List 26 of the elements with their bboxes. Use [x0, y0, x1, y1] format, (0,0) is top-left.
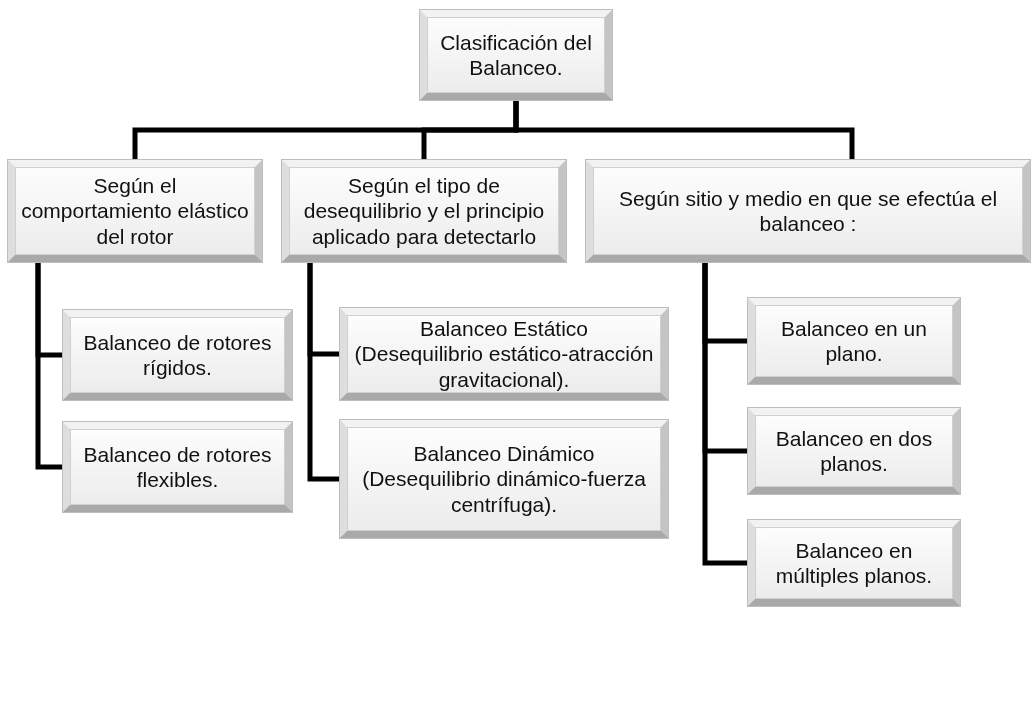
box-label: Balanceo en múltiples planos.: [774, 537, 934, 589]
connector-line: [307, 262, 340, 482]
box-label: Según sitio y medio en que se efectúa el balanceo :: [617, 185, 999, 237]
box-label: Balanceo de rotores flexibles.: [82, 441, 273, 493]
box-label: Balanceo Dinámico (Desequilibrio dinámico-fuerza centrífuga).: [361, 441, 647, 517]
process-box: [586, 160, 1030, 262]
box-label: Balanceo en dos planos.: [774, 425, 934, 477]
connector-line: [513, 100, 855, 160]
process-box: [63, 422, 292, 512]
box-label: Balanceo de rotores rígidos.: [82, 329, 273, 381]
box-label: Clasificación del Balanceo.: [439, 29, 593, 81]
box-label: Según el comportamiento elástico del rotor: [21, 173, 249, 249]
process-box: [748, 408, 960, 494]
process-box: [8, 160, 262, 262]
box-label: Balanceo en un plano.: [780, 315, 928, 367]
process-box: [748, 298, 960, 384]
process-box: [63, 310, 292, 400]
connector-line: [702, 262, 748, 566]
process-box: [282, 160, 566, 262]
box-label: Balanceo Estático (Desequilibrio estático-atracción gravitacional).: [353, 316, 655, 392]
connector-line: [35, 262, 63, 470]
process-box: [420, 10, 612, 100]
process-box: [340, 420, 668, 538]
process-box: [748, 520, 960, 606]
process-box: [340, 308, 668, 400]
box-label: Según el tipo de desequilibrio y el principio aplicado para detectarlo: [302, 173, 546, 249]
